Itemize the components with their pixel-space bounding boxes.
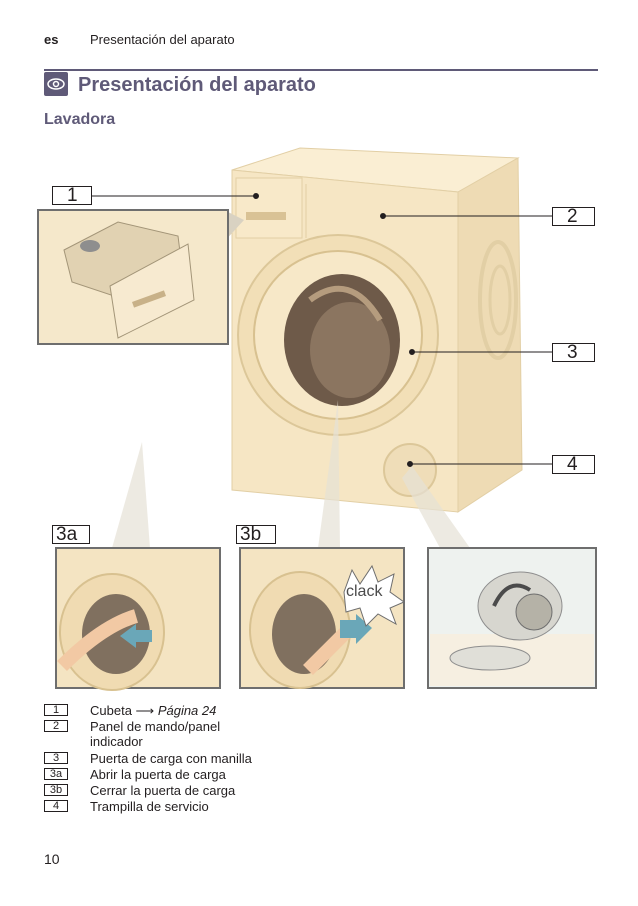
arrow-right-icon: ⟶ xyxy=(135,703,155,718)
legend-text: Cerrar la puerta de carga xyxy=(90,783,236,798)
service-flap-panel xyxy=(402,466,597,689)
legend-key: 4 xyxy=(44,800,68,812)
page-reference-link[interactable]: Página 24 xyxy=(157,703,217,718)
callout-3b: 3b xyxy=(236,525,276,544)
legend-key: 3a xyxy=(44,768,68,780)
eye-icon xyxy=(44,72,68,96)
callout-leaders xyxy=(92,193,552,467)
callout-4: 4 xyxy=(552,455,595,474)
legend-text: Panel de mando/panel indicador xyxy=(90,719,221,749)
washing-machine xyxy=(231,147,523,513)
callout-3a: 3a xyxy=(52,525,90,544)
legend-text: Cubeta ⟶ Página 24 xyxy=(90,703,217,718)
legend-text: Trampilla de servicio xyxy=(90,799,209,814)
clack-label: clack xyxy=(346,583,383,600)
page-subtitle: Lavadora xyxy=(44,111,116,128)
page-title: Presentación del aparato xyxy=(78,74,316,96)
page-number: 10 xyxy=(44,851,60,867)
legend-key: 3b xyxy=(44,784,68,796)
running-header: Presentación del aparato xyxy=(90,32,235,47)
legend-key: 3 xyxy=(44,752,68,764)
language-code: es xyxy=(44,32,59,47)
legend-key: 1 xyxy=(44,704,68,716)
legend-text: Puerta de carga con manilla xyxy=(90,751,252,766)
legend-text: Abrir la puerta de carga xyxy=(90,767,226,782)
drawer-detail-panel xyxy=(37,209,244,345)
close-door-panel xyxy=(239,400,406,689)
callout-3: 3 xyxy=(552,343,595,362)
callout-2: 2 xyxy=(552,207,595,226)
title-rule xyxy=(44,69,598,71)
callout-1: 1 xyxy=(52,186,92,205)
legend-key: 2 xyxy=(44,720,68,732)
open-door-panel xyxy=(55,442,221,691)
